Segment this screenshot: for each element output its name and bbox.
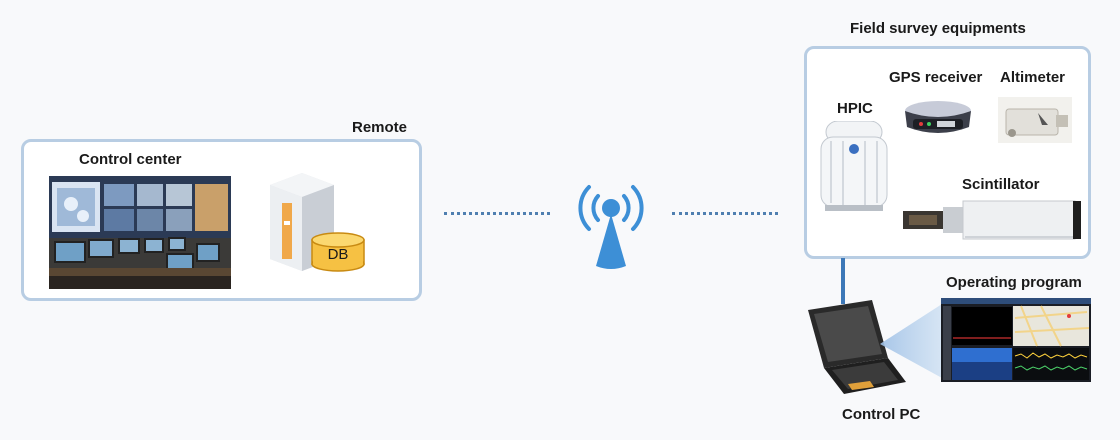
scintillator-label: Scintillator [962, 176, 1040, 193]
link-remote-antenna [444, 212, 550, 215]
control-center-label: Control center [79, 151, 182, 168]
projection-beam [880, 300, 942, 380]
field-to-pc-line [841, 258, 845, 304]
control-pc-label: Control PC [842, 406, 921, 423]
link-antenna-field [672, 212, 778, 215]
remote-title: Remote [352, 119, 408, 136]
gps-receiver-icon [903, 99, 973, 139]
scintillator-icon [903, 197, 1083, 243]
remote-panel: Control center [21, 139, 422, 301]
operating-program-screen [941, 298, 1091, 382]
gps-label: GPS receiver [889, 69, 983, 86]
control-pc-laptop-icon [804, 298, 908, 398]
field-title: Field survey equipments [850, 20, 1026, 37]
wireless-antenna-icon [565, 180, 657, 272]
field-panel: HPIC GPS receiver Altimeter Scintillator [804, 46, 1091, 259]
db-label: DB [327, 246, 349, 263]
hpic-device-icon [819, 121, 889, 213]
altimeter-label: Altimeter [1000, 69, 1066, 86]
control-center-image [49, 176, 231, 289]
altimeter-icon [998, 97, 1072, 143]
db-cylinder-icon: DB [311, 232, 365, 272]
hpic-label: HPIC [837, 100, 873, 117]
operating-program-label: Operating program [946, 274, 1082, 291]
